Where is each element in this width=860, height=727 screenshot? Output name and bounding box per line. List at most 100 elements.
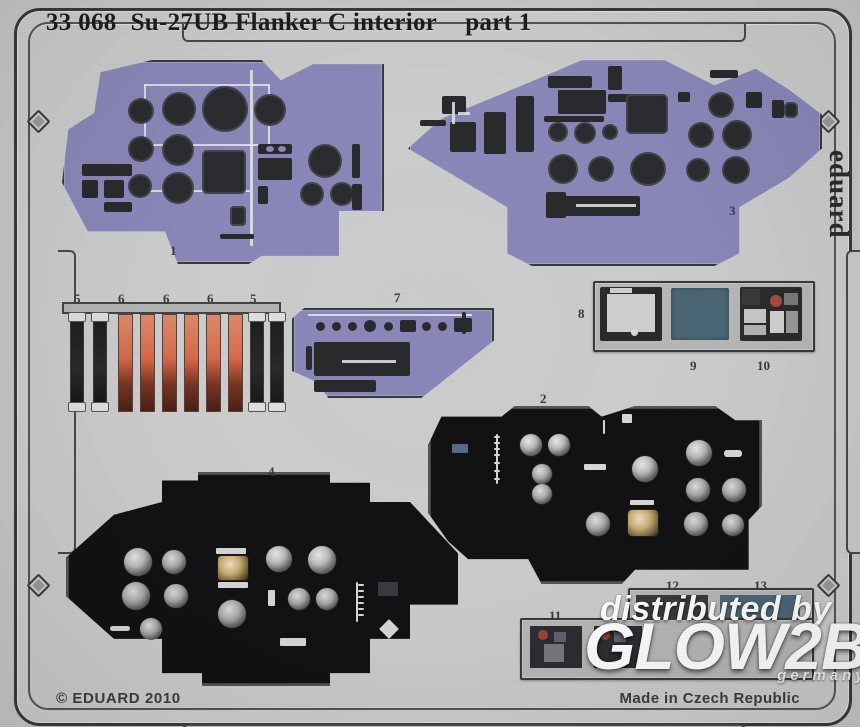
- part-2-dial-h: [686, 478, 710, 502]
- part-3-gauge-e: [708, 92, 734, 118]
- origin-text: Made in Czech Republic: [619, 690, 800, 707]
- part-suffix: part 1: [465, 9, 532, 36]
- part-2-indicator-blue: [452, 444, 468, 453]
- part-7-knob-a: [316, 322, 325, 331]
- part-1-gauge-m: [230, 206, 246, 226]
- part-1-switch-b: [258, 158, 292, 180]
- part-2-body: [428, 406, 762, 584]
- sprue-bar-top: [182, 24, 746, 42]
- part-4-strip-b: [216, 548, 246, 554]
- sprue-bar-right: [846, 250, 860, 554]
- part-2-strip-b: [630, 500, 654, 505]
- part-2-front-panel-backing: [428, 406, 762, 584]
- part-4-tick-e: [358, 608, 364, 610]
- part-3-switch-f: [420, 120, 446, 126]
- part-7-side-console: [292, 308, 494, 398]
- part-3-switch-h: [516, 96, 534, 152]
- part-8-display-window: [607, 294, 655, 332]
- seatbelt-buckle-5a-top: [68, 312, 86, 322]
- copyright-text: © EDUARD 2010: [56, 690, 181, 707]
- part-1-switch-e: [82, 180, 98, 198]
- part-7-switch-side: [400, 346, 408, 364]
- part-2-pointer: [603, 420, 605, 434]
- part-1-switch-g: [104, 202, 132, 212]
- part-4-tick-d: [358, 602, 364, 604]
- seatbelt-buckle-5b2-bot: [268, 402, 286, 412]
- part-4-tick-rail: [356, 582, 358, 622]
- part-3-gauge-j: [630, 152, 666, 186]
- part-4-dial-g: [218, 600, 246, 628]
- seatbelt-strap-6b: [162, 314, 177, 412]
- part-7-switch-edge: [306, 346, 312, 370]
- part-3-switch-m: [546, 192, 566, 218]
- part-label-10: 10: [757, 358, 770, 373]
- seatbelt-strap-6a: [118, 314, 133, 412]
- part-4-dial-d: [164, 584, 188, 608]
- part-7-switch-block: [314, 342, 410, 376]
- part-label-6a: 6: [118, 291, 125, 306]
- seatbelt-strap-5a2: [93, 314, 107, 412]
- part-3-gauge-a: [626, 94, 668, 134]
- seatbelt-strap-5b: [250, 314, 264, 412]
- part-2-dial-j: [628, 510, 658, 536]
- part-4-label-strip: [280, 638, 306, 646]
- part-3-gauge-l: [722, 156, 750, 184]
- part-label-9: 9: [690, 358, 697, 373]
- catalog-number: 33 068: [46, 9, 117, 36]
- part-3-scribe-c: [576, 204, 636, 207]
- part-3-scribe-a: [458, 112, 470, 115]
- part-2-dial-c: [532, 464, 552, 484]
- part-7-knob-e: [384, 322, 393, 331]
- part-4-body: [66, 472, 458, 686]
- part-7-knob-g: [422, 322, 431, 331]
- seatbelt-strap-6b2: [184, 314, 199, 412]
- part-3-display-a: [558, 90, 606, 114]
- part-4-dial-h: [266, 546, 292, 572]
- part-1-gauge-b: [162, 92, 196, 126]
- part-2-dial-k: [586, 512, 610, 536]
- part-4-dial-k: [316, 588, 338, 610]
- part-3-rear-instrument-panel: [408, 56, 822, 266]
- part-1-gauge-j: [308, 144, 342, 178]
- part-label-1: 1: [170, 243, 177, 258]
- part-3-gauge-g: [722, 120, 752, 150]
- part-label-6b: 6: [163, 291, 170, 306]
- part-9-display-screen: [671, 288, 729, 340]
- part-1-gauge-i: [162, 172, 194, 204]
- seatbelt-strap-6c2: [228, 314, 243, 412]
- part-1-gauge-c: [202, 86, 248, 132]
- part-4-chip-dark: [378, 582, 398, 596]
- part-1-switch-f: [104, 180, 124, 198]
- part-3-switch-l: [772, 100, 784, 118]
- part-label-11: 11: [549, 608, 562, 623]
- part-4-dial-f: [218, 556, 248, 580]
- part-label-8: 8: [578, 306, 585, 321]
- part-1-detail-b: [278, 146, 286, 152]
- part-4-tick-c: [358, 596, 364, 598]
- part-2-dial-d: [532, 484, 552, 504]
- part-3-gauge-b: [548, 122, 568, 142]
- part-3-switch-n: [710, 70, 738, 78]
- part-1-gauge-k: [300, 182, 324, 206]
- part-1-switch-a: [258, 144, 292, 154]
- part-4-dial-j: [288, 588, 310, 610]
- part-3-gauge-i: [588, 156, 614, 182]
- part-2-chip-top: [622, 414, 632, 423]
- part-7-switch-bottom: [314, 380, 376, 392]
- part-4-dial-a: [124, 548, 152, 576]
- part-11-body-b: [594, 626, 642, 668]
- part-2-dial-l: [684, 512, 708, 536]
- seatbelt-buckle-5b2-top: [268, 312, 286, 322]
- sheet-title: 33 068 Su-27UB Flanker C interior part 1: [46, 9, 532, 37]
- part-8-indicator: [631, 329, 638, 336]
- seatbelt-carrier-bar: [62, 302, 281, 314]
- part-1-scribe-d: [144, 144, 270, 146]
- part-label-4: 4: [268, 464, 275, 479]
- part-1-gauge-g: [202, 150, 246, 194]
- part-1-scribe-a: [144, 84, 270, 86]
- part-4-chip-a: [268, 590, 275, 606]
- subject-name: Su-27UB Flanker C interior: [130, 9, 438, 36]
- seatbelt-group: [62, 302, 286, 414]
- part-3-gauge-f: [688, 122, 714, 148]
